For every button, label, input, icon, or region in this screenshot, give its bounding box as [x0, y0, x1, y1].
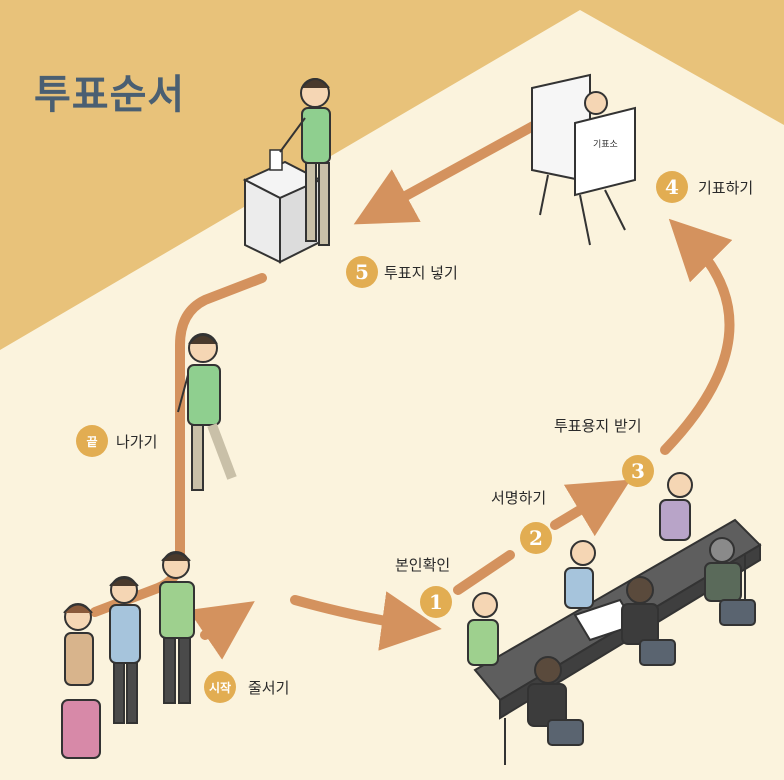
start-badge: 시작	[204, 671, 236, 703]
person-exiting	[177, 333, 237, 491]
step5-label: 투표지 넣기	[384, 264, 458, 282]
arrow-to-step1	[290, 591, 442, 651]
page-title: 투표순서	[34, 72, 186, 118]
desk-people	[467, 472, 756, 746]
step5-badge: 5	[346, 256, 378, 288]
top-band	[0, 0, 784, 350]
arrow-start	[188, 601, 255, 660]
step3-label: 투표용지 받기	[554, 417, 642, 435]
start-label: 줄서기	[248, 679, 290, 697]
step3-badge: 3	[622, 455, 654, 487]
voter-casting	[279, 78, 331, 246]
queue-people	[61, 551, 195, 759]
step4-badge: 4	[656, 171, 688, 203]
arrow-2-3	[550, 479, 631, 537]
step1-label: 본인확인	[395, 556, 451, 574]
step2-badge: 2	[520, 522, 552, 554]
arrow-1-2	[453, 550, 515, 595]
booth-sign: 기표소	[593, 140, 618, 150]
step2-label: 서명하기	[491, 489, 547, 507]
end-label: 나가기	[116, 433, 158, 451]
arrow-4-5	[353, 120, 540, 225]
step1-badge: 1	[420, 586, 452, 618]
flow-arrows	[90, 120, 735, 660]
voting-booth	[531, 73, 636, 246]
arrow-3-4	[660, 218, 735, 455]
end-badge: 끝	[76, 425, 108, 457]
step4-label: 기표하기	[698, 179, 754, 197]
